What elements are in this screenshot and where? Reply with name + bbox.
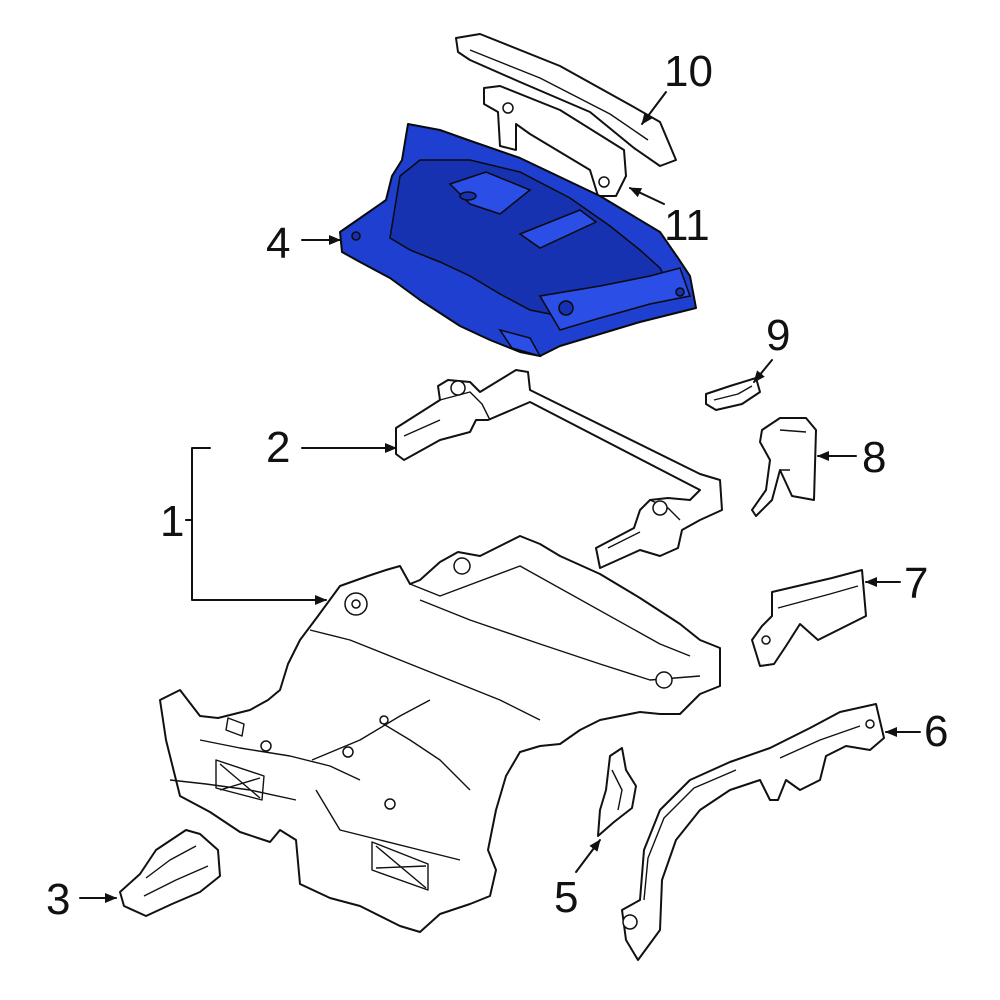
callout-5: 5 xyxy=(554,873,578,922)
callout-3: 3 xyxy=(46,875,70,924)
callout-2: 2 xyxy=(266,423,290,472)
part-3-reinforcement[interactable] xyxy=(119,829,221,917)
callout-1: 1 xyxy=(160,497,184,546)
part-1-floor-pan[interactable] xyxy=(159,535,721,933)
part-10-upper-rail[interactable] xyxy=(455,33,677,167)
callout-labels: 1 2 3 4 5 6 7 8 9 10 11 xyxy=(46,47,948,924)
callout-10: 10 xyxy=(664,47,713,96)
part-5-bracket[interactable] xyxy=(597,747,637,837)
part-11-bracket[interactable] xyxy=(483,85,627,197)
part-9-bracket[interactable] xyxy=(705,377,761,411)
leader-lines xyxy=(79,91,921,903)
part-2-frame[interactable] xyxy=(395,369,723,569)
callout-4: 4 xyxy=(266,219,290,268)
part-6-wheelhouse[interactable] xyxy=(621,703,885,961)
callout-7: 7 xyxy=(904,559,928,608)
callout-11: 11 xyxy=(664,201,710,250)
part-7-panel[interactable] xyxy=(751,569,867,667)
callout-6: 6 xyxy=(924,707,948,756)
callout-9: 9 xyxy=(766,311,790,360)
part-4-rear-panel-highlighted[interactable] xyxy=(339,123,697,358)
callout-8: 8 xyxy=(862,433,886,482)
part-8-bracket[interactable] xyxy=(751,417,817,517)
